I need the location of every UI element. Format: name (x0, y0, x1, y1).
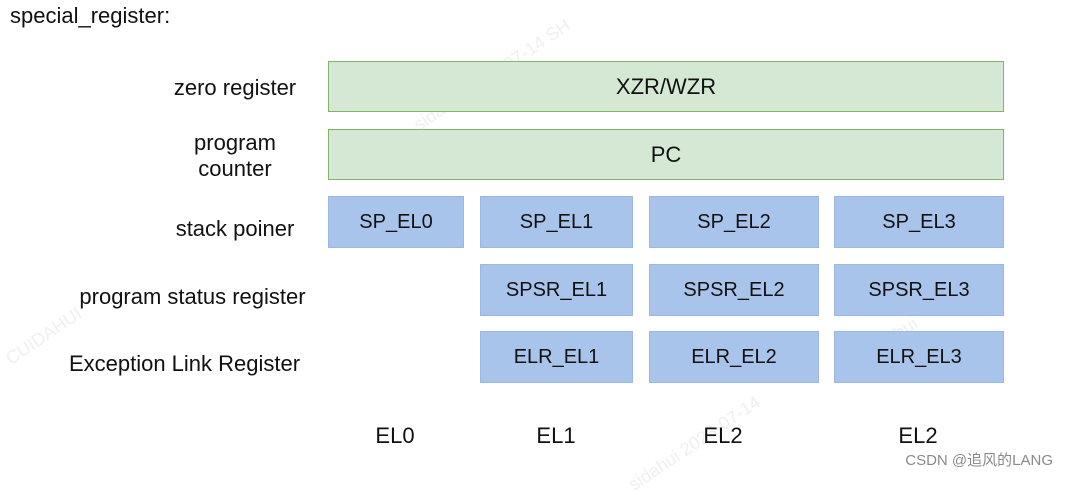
el-label-el0: EL0 (375, 423, 415, 448)
register-box-text: ELR_EL1 (513, 345, 600, 368)
register-box-elr-el3: ELR_EL3 (834, 331, 1004, 383)
row-label-zero-register: zero register (173, 75, 297, 100)
register-box-sp-el2: SP_EL2 (649, 196, 819, 248)
row-label-program-counter: program counter (140, 130, 330, 182)
register-box-spsr-el1: SPSR_EL1 (480, 264, 633, 316)
register-box-elr-el2: ELR_EL2 (649, 331, 819, 383)
row-label-stack-pointer: stack poiner (175, 216, 295, 241)
register-box-sp-el0: SP_EL0 (328, 196, 464, 248)
register-box-text: XZR/WZR (615, 73, 717, 99)
register-box-elr-el1: ELR_EL1 (480, 331, 633, 383)
register-box-pc: PC (328, 129, 1004, 180)
register-box-text: SP_EL2 (697, 210, 771, 233)
register-box-text: PC (650, 141, 682, 167)
register-box-spsr-el3: SPSR_EL3 (834, 264, 1004, 316)
register-box-text: SP_EL1 (519, 210, 594, 233)
register-box-xzr-wzr: XZR/WZR (328, 61, 1004, 112)
register-box-text: SP_EL3 (882, 210, 956, 233)
diagram-heading: special_register: (10, 3, 171, 28)
register-box-text: ELR_EL3 (876, 345, 962, 368)
source-credit: CSDN @追风的LANG (905, 452, 1053, 469)
el-label-el1: EL1 (536, 423, 576, 448)
register-box-text: SPSR_EL3 (868, 278, 970, 301)
register-box-text: ELR_EL2 (691, 345, 777, 368)
el-label-el2: EL2 (703, 423, 743, 448)
register-box-text: SPSR_EL1 (505, 278, 608, 301)
row-label-program-status-register: program status register (79, 284, 306, 309)
register-box-spsr-el2: SPSR_EL2 (649, 264, 819, 316)
register-box-text: SPSR_EL2 (683, 278, 785, 301)
el-label-el2-right: EL2 (898, 423, 938, 448)
row-label-exception-link-register: Exception Link Register (68, 351, 301, 376)
row-label-line: counter (198, 156, 272, 181)
register-box-sp-el3: SP_EL3 (834, 196, 1004, 248)
row-label-line: program (194, 130, 276, 155)
register-box-sp-el1: SP_EL1 (480, 196, 633, 248)
register-box-text: SP_EL0 (359, 210, 433, 233)
